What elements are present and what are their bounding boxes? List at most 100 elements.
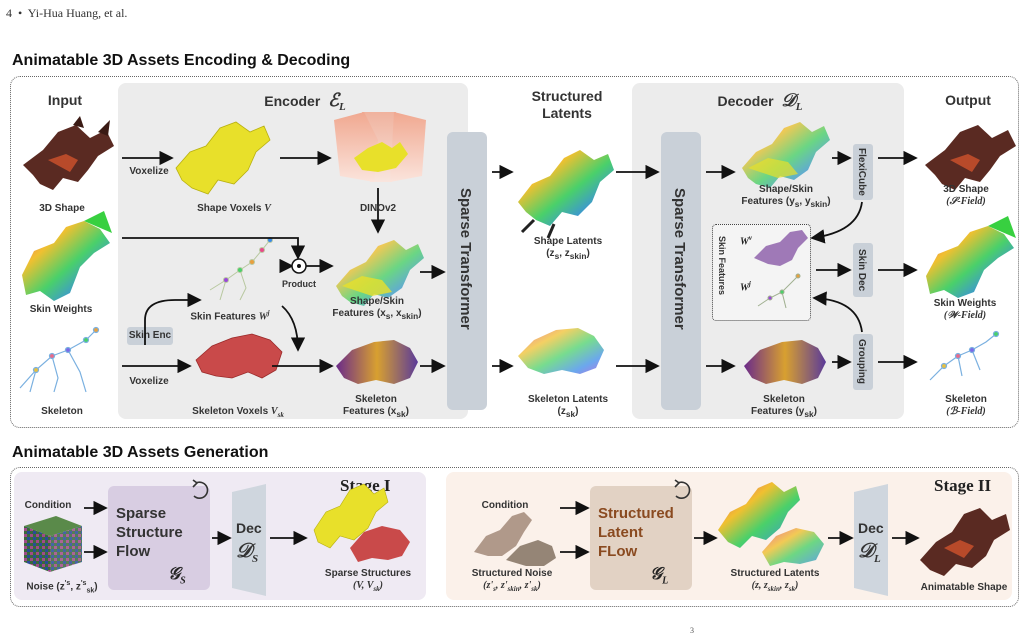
- ssf-label: Sparse Structure Flow: [116, 504, 183, 561]
- noise-label: Noise (z's, z'ssk): [16, 578, 108, 597]
- skeleton-latents-model: [518, 328, 604, 374]
- enc-shapeskin-features-model: [336, 240, 424, 306]
- noise-cube: [24, 516, 82, 572]
- sn-t1: (z': [483, 580, 494, 591]
- shape-latents-t1: (z: [546, 248, 555, 259]
- skel-latents-line2: (zsk): [516, 406, 620, 420]
- voxelize-label-1: Voxelize: [129, 166, 169, 177]
- dec2-sub: L: [873, 553, 881, 565]
- dec-shapeskin-label: Shape/Skin Features (ys, yskin): [730, 184, 842, 210]
- header-authors: Yi-Hua Huang, et al.: [27, 6, 128, 20]
- out-skel-line2: (ℬ-Field): [946, 406, 986, 417]
- input-skeleton-model: [19, 326, 100, 393]
- ssf-line1: Sparse: [116, 505, 167, 522]
- dec-shapeskin-t1: Features (y: [741, 196, 795, 207]
- dec-skel-line1: Skeleton: [763, 394, 805, 405]
- dec-dl-trapezoid: [854, 484, 888, 596]
- sl-t2: skin: [767, 585, 780, 593]
- footer-mark: 3: [690, 626, 694, 635]
- animatable-shape-model: [920, 508, 1010, 576]
- input-heading: Input: [47, 92, 83, 108]
- ssf-line3: Flow: [116, 543, 151, 560]
- skin-enc-box: Skin Enc: [127, 327, 173, 345]
- slf-sub: L: [662, 575, 669, 587]
- slf-sym: 𝒢: [650, 564, 663, 583]
- encoder-symbol: ℰ: [328, 90, 339, 110]
- condition-label-1: Condition: [24, 500, 72, 511]
- output-heading: Output: [945, 92, 991, 108]
- output-skeleton-label: Skeleton (ℬ-Field): [926, 394, 1006, 418]
- skeleton-voxels-label: Skeleton Voxels Vsk: [178, 406, 298, 421]
- dec-skeleton-features-label: Skeleton Features (ysk): [738, 394, 830, 420]
- latents-heading-line2: Latents: [542, 105, 592, 121]
- decoder-subscript: L: [795, 100, 803, 113]
- enc-shapeskin-t1: Features (x: [332, 308, 386, 319]
- shape-latents-t2: s: [554, 251, 560, 261]
- dinov2-views: [334, 112, 426, 182]
- enc-skel-t3: ): [405, 406, 409, 417]
- structured-latents-line2: (z, zskin, zsk): [722, 580, 828, 595]
- enc-shapeskin-t5: ): [418, 308, 422, 319]
- skel-latents-t2: sk: [565, 409, 576, 419]
- slf-line2: Latent: [598, 524, 643, 541]
- shape-latents-line2: (zs, zskin): [522, 248, 614, 262]
- skin-enc-label: Skin Enc: [128, 330, 172, 341]
- dec-shapeskin-t2: s: [794, 199, 800, 209]
- dec-skeleton-features-model: [744, 340, 826, 384]
- input-skeleton-label: Skeleton: [41, 406, 83, 417]
- page-number: 4: [6, 6, 12, 20]
- generation-arrows: [84, 500, 920, 560]
- noise-t3: , z: [70, 581, 81, 593]
- output-shape-label: 3D Shape (𝒮-Field): [926, 184, 1006, 208]
- decoder-sparse-transformer: Sparse Transformer: [661, 132, 701, 410]
- structured-noise-line2: (z's, z'skin, z'sk): [462, 580, 562, 595]
- wj-sup: j: [748, 280, 751, 288]
- stage2-label: Stage II: [934, 476, 992, 495]
- decoder-sparse-transformer-label: Sparse Transformer: [671, 188, 688, 330]
- shape-latents-t4: skin: [569, 251, 587, 261]
- skel-latents-t1: (z: [557, 406, 566, 417]
- ssf-symbol: 𝒢S: [168, 564, 186, 586]
- section1-title: Animatable 3D Assets Encoding & Decoding: [12, 52, 351, 69]
- input-skin-weights-model: [22, 211, 112, 301]
- page-header: 4 • Yi-Hua Huang, et al.: [6, 6, 127, 21]
- input-shape-label: 3D Shape: [39, 203, 85, 214]
- encoder-heading-text: Encoder: [264, 93, 321, 109]
- noise-t2: 's: [64, 580, 71, 587]
- ssf-line2: Structure: [116, 524, 183, 541]
- decoder-symbol: 𝒟: [781, 90, 796, 110]
- decoder-heading-text: Decoder: [717, 93, 774, 109]
- enc-skel-line1: Skeleton: [355, 394, 397, 405]
- skel-voxels-text: Skeleton Voxels: [192, 406, 269, 417]
- out-shape-line1: 3D Shape: [943, 184, 989, 195]
- sl-t5: ): [794, 580, 799, 591]
- slf-symbol: 𝒢L: [650, 564, 668, 586]
- encoder-sparse-transformer-label: Sparse Transformer: [457, 188, 474, 330]
- enc-skel-t1: Features (x: [343, 406, 397, 417]
- ss-t3: ): [379, 580, 383, 591]
- refresh-icon-1: [192, 479, 209, 499]
- shape-voxels-model: [175, 121, 271, 195]
- encoder-heading: Encoder ℰL: [250, 90, 360, 113]
- dec-skel-t2: sk: [804, 409, 814, 419]
- sl-t4: sk: [788, 585, 795, 593]
- shape-latents-t3: , z: [559, 248, 570, 259]
- dinov2-label: DINOv2: [359, 203, 397, 214]
- ss-t2: sk: [373, 585, 380, 593]
- skeleton-voxels-model: [195, 333, 283, 379]
- dec1-symbol: 𝒟S: [236, 540, 258, 565]
- noise-t1: Noise (z: [26, 581, 65, 593]
- enc-skeleton-features-label: Skeleton Features (xsk): [330, 394, 422, 420]
- dec-shapeskin-t4: skin: [810, 199, 828, 209]
- sn-t5: , z': [519, 580, 532, 591]
- structured-latents-line1: Structured Latents: [730, 568, 820, 579]
- encoder-subscript: L: [338, 100, 346, 113]
- skin-features-sup: j: [267, 309, 270, 317]
- sparse-structure-flow-box: [108, 486, 210, 590]
- structured-latents-model: [718, 482, 824, 566]
- shape-voxels-label: Shape Voxels V: [184, 203, 284, 215]
- input-skin-label: Skin Weights: [29, 304, 93, 315]
- condition-label-2: Condition: [481, 500, 529, 511]
- dec2-sym: 𝒟: [858, 540, 874, 562]
- enc-shapeskin-t2: s: [385, 311, 391, 321]
